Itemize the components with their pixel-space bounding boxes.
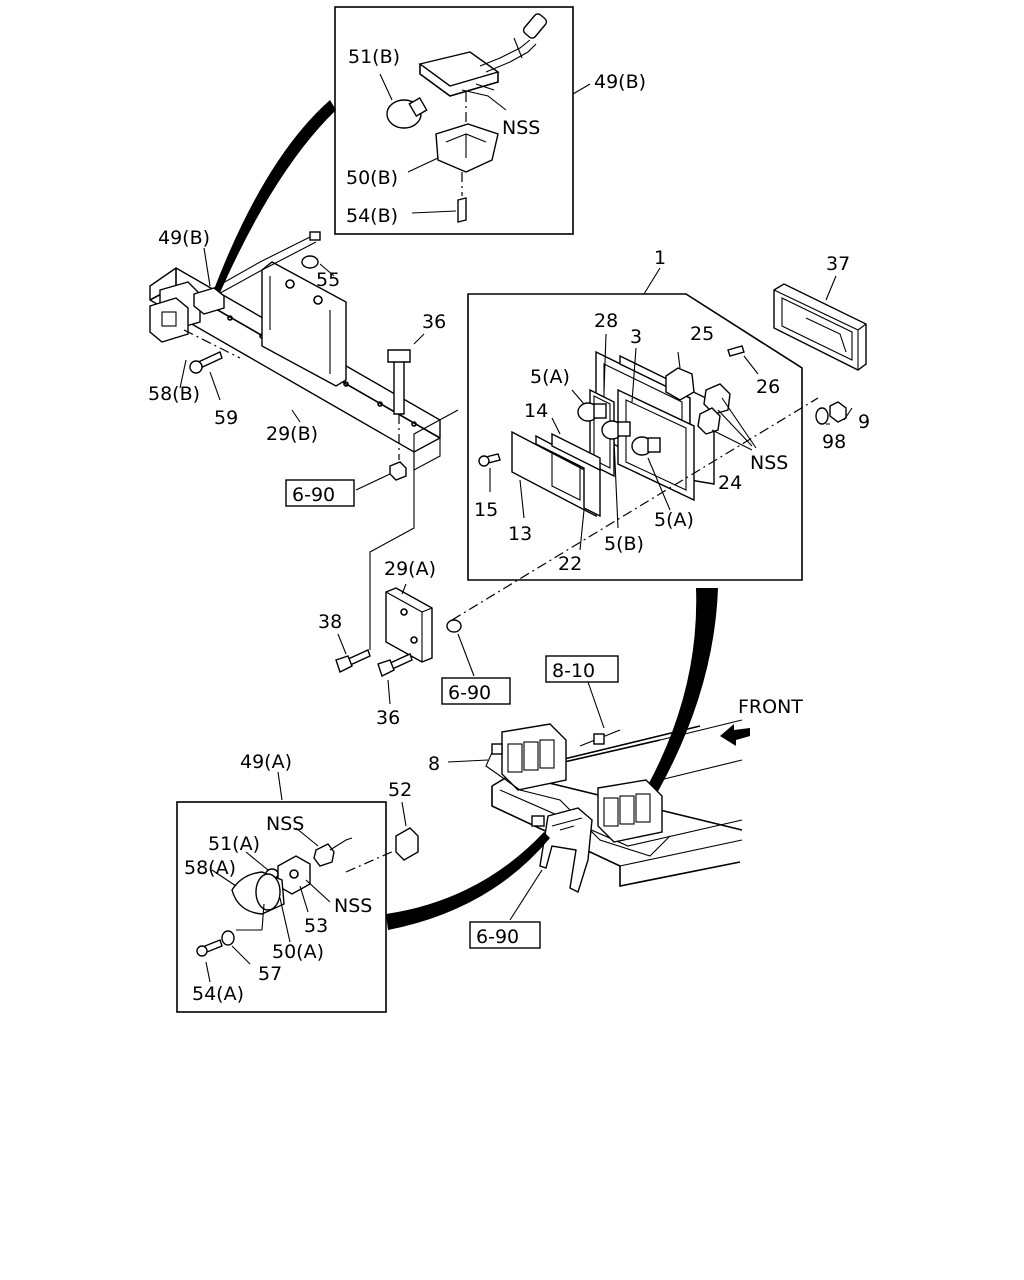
callout-nss-top: NSS: [502, 117, 540, 139]
callout-98: 98: [822, 431, 846, 453]
callout-51a: 51(A): [208, 833, 260, 855]
bracket-29a[interactable]: [385, 587, 433, 663]
lens-50b[interactable]: [435, 123, 499, 173]
front-arrow-icon: [720, 724, 750, 746]
connector-plug-icon: [522, 13, 548, 39]
ref-box-8-10[interactable]: [545, 655, 619, 683]
screw-54b[interactable]: [457, 197, 467, 223]
callout-37: 37: [826, 253, 850, 275]
washer-98[interactable]: [815, 407, 829, 425]
callout-49b-detail: 49(B): [594, 71, 646, 93]
callout-nss-a1: NSS: [266, 813, 304, 835]
callout-8: 8: [428, 753, 440, 775]
callout-53: 53: [304, 915, 328, 937]
washer-6-90[interactable]: [446, 619, 462, 633]
callout-54b: 54(B): [346, 205, 398, 227]
callout-55: 55: [316, 269, 340, 291]
callout-58b: 58(B): [148, 383, 200, 405]
nut-6-90[interactable]: [389, 461, 407, 481]
callout-14: 14: [524, 400, 548, 422]
callout-front: FRONT: [738, 696, 803, 718]
bracket-29a-assembly: 29(A) 38 36 6-90: [318, 558, 511, 729]
pointer-arc-bottom: [386, 832, 550, 930]
callout-5a-2: 5(A): [654, 509, 694, 531]
nut-9[interactable]: [829, 401, 847, 423]
callout-54a: 54(A): [192, 983, 244, 1005]
callout-29a: 29(A): [384, 558, 436, 580]
callout-50b: 50(B): [346, 167, 398, 189]
callout-57: 57: [258, 963, 282, 985]
socket-49b-mounted[interactable]: [193, 287, 225, 315]
nss-socket-2[interactable]: [697, 407, 721, 435]
callout-nss-a2: NSS: [334, 895, 372, 917]
callout-9: 9: [858, 411, 870, 433]
callout-25: 25: [690, 323, 714, 345]
ref-6-90-mid: 6-90: [448, 682, 491, 704]
plate-13[interactable]: [511, 430, 597, 518]
license-lamp-bracket[interactable]: [539, 807, 593, 893]
callout-58a: 58(A): [184, 857, 236, 879]
callout-24: 24: [718, 472, 742, 494]
callout-5a-1: 5(A): [530, 366, 570, 388]
bolt-36-top[interactable]: [393, 359, 405, 415]
screw-26[interactable]: [727, 345, 745, 357]
nss-socket-1[interactable]: [703, 383, 731, 415]
washer-55[interactable]: [301, 255, 319, 269]
ref-8-10: 8-10: [552, 660, 595, 682]
lens-37-group: 37 98 9: [773, 253, 870, 453]
callout-5b: 5(B): [604, 533, 644, 555]
callout-1: 1: [654, 247, 666, 269]
pointer-arc-top: [210, 100, 336, 302]
ref-box-6-90-mid[interactable]: [441, 677, 511, 705]
detail-box-49b: 51(B) 49(B) NSS 50(B) 54(B): [334, 6, 646, 235]
callout-15: 15: [474, 499, 498, 521]
ref-box-6-90-bottom[interactable]: [469, 921, 541, 949]
callout-nss-right: NSS: [750, 452, 788, 474]
callout-3: 3: [630, 326, 642, 348]
callout-59: 59: [214, 407, 238, 429]
detail-box-lamp-1: 1 28 3 25 26 5(A) 14 NSS 24 15 13 5(B) 5…: [451, 247, 819, 621]
callout-29b: 29(B): [266, 423, 318, 445]
lamp-right[interactable]: [597, 779, 663, 843]
connector-8[interactable]: [491, 743, 503, 755]
callout-50a: 50(A): [272, 941, 324, 963]
callout-28: 28: [594, 310, 618, 332]
callout-22: 22: [558, 553, 582, 575]
ref-6-90-bottom: 6-90: [476, 926, 519, 948]
break-line: [369, 409, 459, 650]
bracket-29b-assembly: 55 49(B) 36 58(B) 59 29(B) 6-90: [148, 227, 446, 507]
callout-38: 38: [318, 611, 342, 633]
callout-26: 26: [756, 376, 780, 398]
ref-6-90-top: 6-90: [292, 484, 335, 506]
callout-49a: 49(A): [240, 751, 292, 773]
callout-49b: 49(B): [158, 227, 210, 249]
callout-51b: 51(B): [348, 46, 400, 68]
truck-rear-overview: 8-10 FRONT 8 6-90: [428, 655, 803, 949]
ref-box-6-90-top[interactable]: [285, 479, 355, 507]
washer-57[interactable]: [221, 930, 235, 946]
pointer-arc-right: [636, 588, 718, 812]
bracket-plate[interactable]: [261, 261, 347, 387]
connector-52[interactable]: [395, 827, 419, 861]
lamp-left[interactable]: [501, 723, 567, 791]
socket-49b[interactable]: [418, 51, 500, 87]
socket-25[interactable]: [665, 367, 695, 401]
lens-14[interactable]: [551, 432, 601, 472]
detail-box-49a: 49(A) 52 NSS 51(A) 58(A) 53 NSS 50(A) 57…: [176, 751, 419, 1013]
callout-52: 52: [388, 779, 412, 801]
callout-36-top: 36: [422, 311, 446, 333]
callout-13: 13: [508, 523, 532, 545]
callout-36-bottom: 36: [376, 707, 400, 729]
nss-plug[interactable]: [313, 843, 335, 867]
